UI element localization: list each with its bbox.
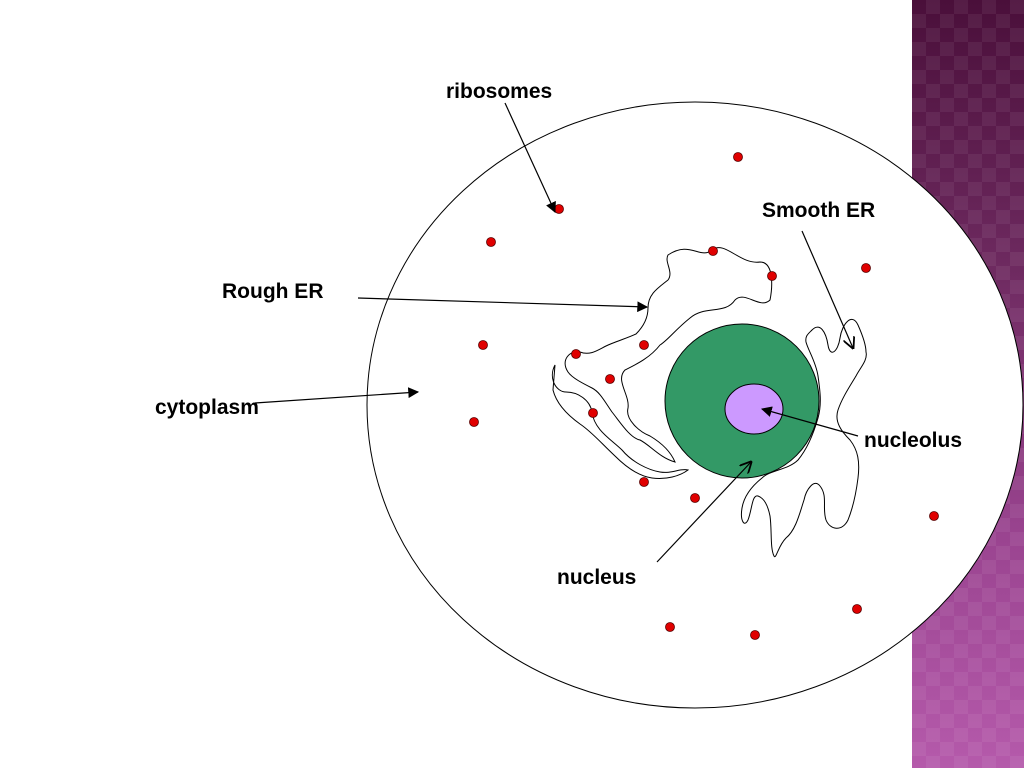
ribosome	[639, 340, 649, 350]
label-ribosomes: ribosomes	[446, 80, 552, 103]
ribosome	[486, 237, 496, 247]
ribosome	[478, 340, 488, 350]
smooth-er-arrow	[801, 230, 853, 348]
nucleolus	[724, 383, 784, 435]
ribosome	[733, 152, 743, 162]
ribosome	[767, 271, 777, 281]
ribosome	[750, 630, 760, 640]
rough-er	[564, 247, 773, 463]
rough-er-arrow	[357, 297, 649, 313]
ribosome	[571, 349, 581, 359]
ribosome	[469, 417, 479, 427]
label-smooth-er: Smooth ER	[762, 199, 875, 222]
cytoplasm-arrow	[254, 387, 420, 404]
rough-er-inner-fold	[551, 364, 690, 479]
label-nucleus: nucleus	[557, 566, 636, 589]
nucleus-arrow	[656, 462, 751, 563]
ribosome	[690, 493, 700, 503]
ribosome	[588, 408, 598, 418]
ribosome	[929, 511, 939, 521]
ribosomes	[469, 152, 939, 640]
label-cytoplasm: cytoplasm	[155, 396, 259, 419]
label-rough-er: Rough ER	[222, 280, 323, 303]
ribosome	[861, 263, 871, 273]
nucleolus-arrow	[760, 406, 859, 437]
ribosome	[708, 246, 718, 256]
ribosomes-arrow	[504, 102, 556, 213]
smooth-er	[741, 319, 867, 558]
ribosome	[665, 622, 675, 632]
ribosome	[852, 604, 862, 614]
ribosome	[605, 374, 615, 384]
ribosome	[639, 477, 649, 487]
ribosome	[554, 204, 564, 214]
label-nucleolus: nucleolus	[864, 429, 962, 452]
